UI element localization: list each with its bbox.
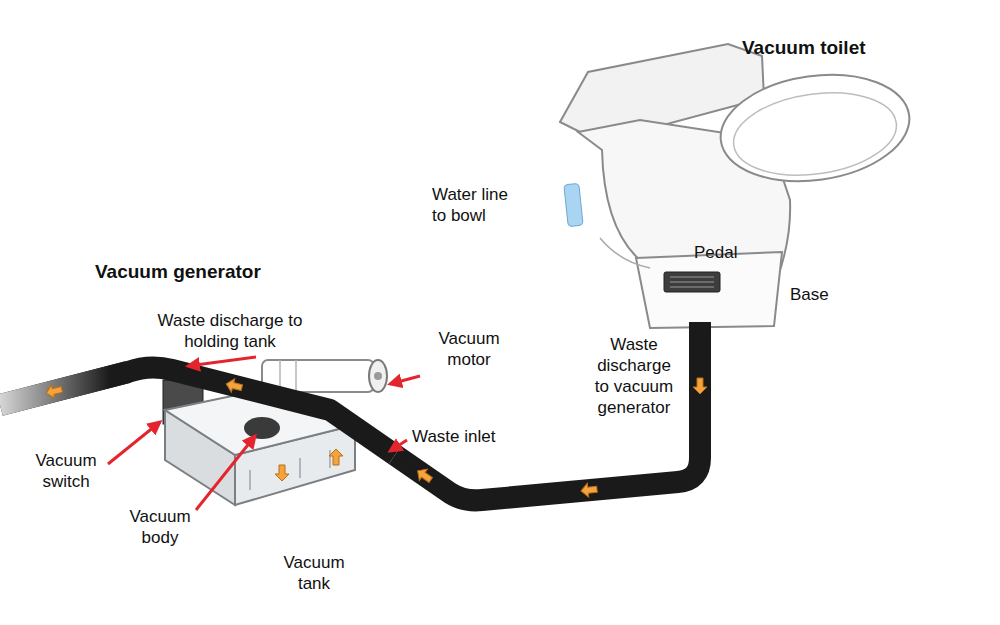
part-label: Vacuum tank (272, 552, 356, 594)
leader-arrow (196, 436, 255, 510)
heading: Vacuum generator (95, 260, 385, 283)
discharge-pipe-fade (0, 372, 128, 405)
toilet-figure (560, 44, 916, 328)
motor-end-cap (369, 360, 387, 392)
toilet-detail (600, 238, 650, 268)
flow-arrow (275, 465, 289, 481)
water-line (564, 183, 583, 226)
discharge-pipe (0, 367, 395, 455)
flow-arrow (580, 482, 597, 498)
generator-ribs (250, 450, 330, 490)
part-label: Pedal (694, 242, 764, 263)
part-label: Vacuum motor (428, 328, 510, 370)
pedal-symbol (664, 272, 720, 292)
part-label: Waste discharge to holding tank (140, 310, 320, 352)
flow-arrow (414, 465, 435, 486)
toilet-base (636, 252, 782, 328)
part-label: Vacuum body (118, 506, 202, 548)
motor-shaft (374, 372, 382, 380)
part-label: Waste inlet (412, 426, 532, 447)
leader-arrow (390, 440, 407, 451)
part-label: Water line to bowl (432, 184, 520, 226)
toilet-lid-rim (728, 83, 902, 185)
part-label: Base (790, 284, 860, 305)
flow-arrow (45, 383, 64, 400)
pedal-grip (670, 277, 714, 287)
part-label: Waste discharge to vacuum generator (588, 334, 680, 418)
leader-arrow (188, 357, 256, 366)
flow-arrow (693, 378, 707, 394)
flow-arrow (329, 449, 343, 465)
leader-arrows (108, 357, 420, 510)
vacuum-body-opening (244, 417, 280, 439)
flow-arrow (225, 377, 244, 394)
leader-arrow (390, 376, 420, 384)
toilet-lid (714, 63, 917, 192)
leader-arrow (108, 422, 160, 464)
heading: Vacuum toilet (742, 36, 972, 59)
waste-pipe (395, 322, 700, 500)
part-label: Vacuum switch (24, 450, 108, 492)
